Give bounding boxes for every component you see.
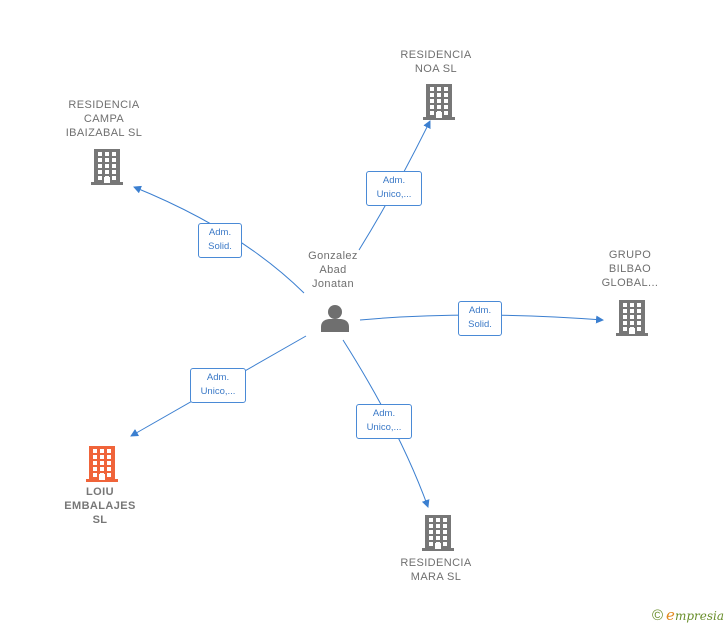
person-name-line: Jonatan [312,278,354,290]
person-icon[interactable] [320,304,350,332]
edge-role-line: Solid. [468,319,492,330]
company-label-loiu[interactable]: LOIU EMBALAJES SL [52,485,148,527]
company-name-line: BILBAO [608,263,652,275]
edge-role-line: Unico,... [376,189,412,200]
company-label-noa[interactable]: RESIDENCIA NOA SL [388,48,484,76]
building-icon[interactable] [422,515,454,556]
building-icon[interactable] [423,84,455,125]
building-icon-svg [423,84,455,120]
person-name-line: Gonzalez [308,250,358,262]
edge-label-loiu[interactable]: Adm. Unico,... [190,368,246,403]
company-label-campa[interactable]: RESIDENCIA CAMPA IBAIZABAL SL [52,98,156,140]
edge-role-line: Adm. [382,175,406,186]
building-icon[interactable] [86,446,118,487]
company-name-line: RESIDENCIA [400,49,472,61]
edge-label-campa[interactable]: Adm. Solid. [198,223,242,258]
edge-label-noa[interactable]: Adm. Unico,... [366,171,422,206]
building-icon-svg [91,149,123,185]
company-name-line: IBAIZABAL SL [65,127,143,139]
company-name-line: LOIU [86,486,114,498]
edge-role-line: Unico,... [366,422,402,433]
company-name-line: GRUPO [608,249,652,261]
edge-role-line: Unico,... [200,386,236,397]
company-name-line: CAMPA [83,113,125,125]
brand-footer[interactable]: ©empresia [652,606,724,624]
person-label[interactable]: Gonzalez Abad Jonatan [296,249,370,291]
edge-role-line: Adm. [208,227,232,238]
building-icon-svg [616,300,648,336]
building-icon[interactable] [91,149,123,190]
building-icon[interactable] [616,300,648,341]
company-label-grupo[interactable]: GRUPO BILBAO GLOBAL... [592,248,668,290]
edge-role-line: Adm. [468,305,492,316]
company-label-mara[interactable]: RESIDENCIA MARA SL [388,556,484,584]
company-name-line: RESIDENCIA [400,557,472,569]
edge-role-line: Solid. [208,241,232,252]
building-icon-svg [422,515,454,551]
company-name-line: EMBALAJES [64,500,136,512]
brand-logo-initial: e [666,606,675,624]
company-name-line: NOA SL [414,63,458,75]
brand-logo-text: mpresia [674,609,724,623]
building-icon-svg [86,446,118,482]
copyright-symbol: © [651,607,664,624]
edge-role-line: Adm. [206,372,230,383]
company-name-line: MARA SL [410,571,462,583]
edge-label-mara[interactable]: Adm. Unico,... [356,404,412,439]
company-name-line: RESIDENCIA [68,99,140,111]
person-name-line: Abad [319,264,347,276]
company-name-line: GLOBAL... [601,277,659,289]
company-name-line: SL [92,514,108,526]
edge-role-line: Adm. [372,408,396,419]
edge-label-grupo[interactable]: Adm. Solid. [458,301,502,336]
